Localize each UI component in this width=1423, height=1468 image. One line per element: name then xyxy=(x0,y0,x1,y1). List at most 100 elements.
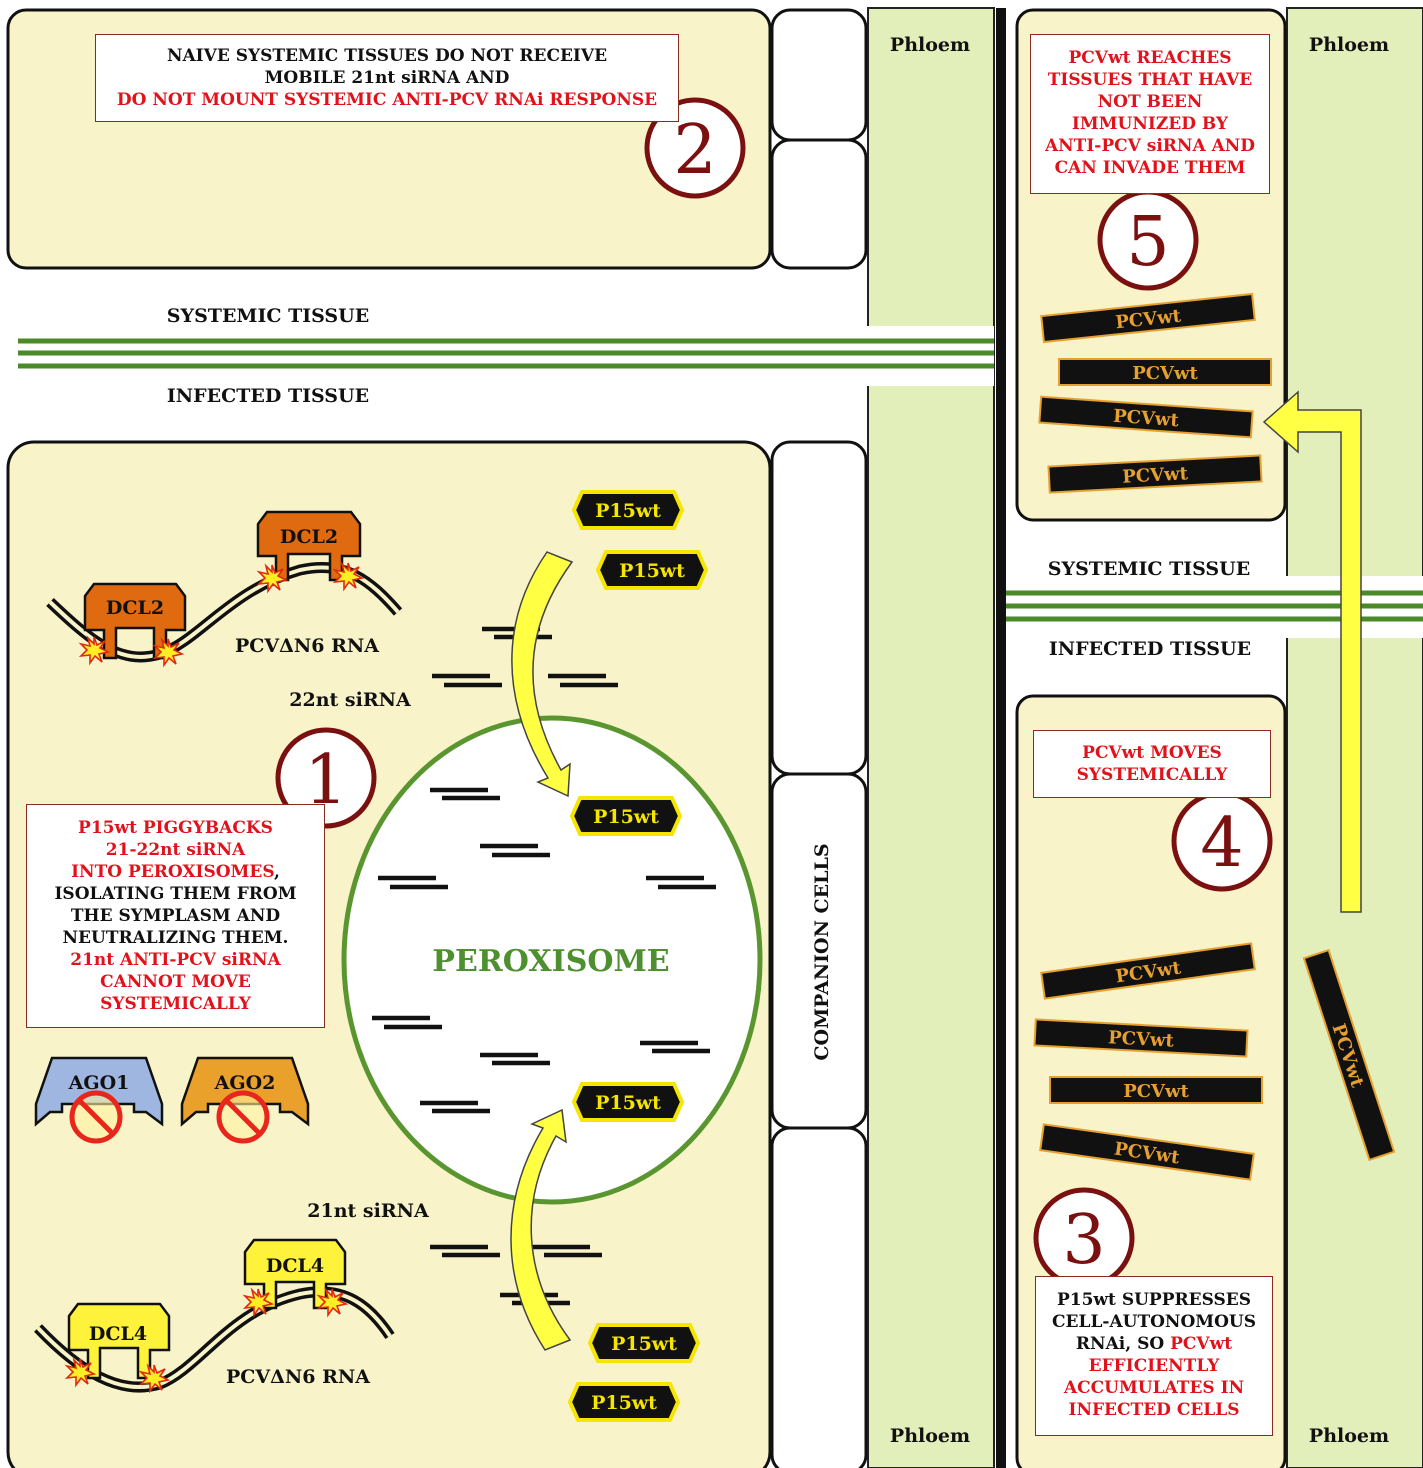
step-4-line-2: SYSTEMICALLY xyxy=(1076,765,1228,785)
svg-text:2: 2 xyxy=(673,111,716,190)
svg-text:P15wt: P15wt xyxy=(619,560,685,582)
dcl2-enzyme-1: DCL2 xyxy=(83,582,187,660)
step-1-line-9: SYSTEMICALLY xyxy=(100,994,251,1014)
step-1-line-6: NEUTRALIZING THEM. xyxy=(62,928,289,948)
companion-cell-3 xyxy=(770,1126,868,1468)
infected-tissue-label-right: INFECTED TISSUE xyxy=(1049,638,1251,660)
step-number-2: 2 xyxy=(644,97,746,199)
step-2-line-3: DO NOT MOUNT SYSTEMIC ANTI-PCV RNAi RESP… xyxy=(116,90,658,110)
p15wt-tag-5: P15wt xyxy=(587,1323,701,1363)
ago1-protein: AGO1 xyxy=(34,1056,164,1144)
svg-text:PCVwt: PCVwt xyxy=(1112,406,1180,432)
peroxisome xyxy=(341,715,763,1205)
step-3-line-1: P15wt SUPPRESSES xyxy=(1056,1290,1251,1310)
dcl4-label-1: DCL4 xyxy=(89,1323,147,1345)
step-1-line-1: P15wt PIGGYBACKS xyxy=(78,818,273,838)
svg-text:P15wt: P15wt xyxy=(595,1092,661,1114)
step-2-box: NAIVE SYSTEMIC TISSUES DO NOT RECEIVE MO… xyxy=(95,34,679,122)
svg-text:4: 4 xyxy=(1200,804,1243,883)
svg-text:3: 3 xyxy=(1062,1201,1105,1280)
pcvwt-bar-1: PCVwt xyxy=(1040,292,1256,344)
pcvwt-bar-4: PCVwt xyxy=(1047,454,1263,494)
ago2-label: AGO2 xyxy=(214,1072,276,1094)
step-5-line-5: ANTI-PCV siRNA AND xyxy=(1044,136,1256,156)
step-5-line-3: NOT BEEN xyxy=(1097,92,1203,112)
step-2-line-1: NAIVE SYSTEMIC TISSUES DO NOT RECEIVE xyxy=(166,46,608,66)
p15wt-tag-6: P15wt xyxy=(567,1382,681,1422)
dcl2-label-2: DCL2 xyxy=(280,526,338,548)
step-5-line-2: TISSUES THAT HAVE xyxy=(1047,70,1253,90)
svg-text:P15wt: P15wt xyxy=(611,1333,677,1355)
svg-text:5: 5 xyxy=(1126,203,1169,282)
companion-cell-top-2 xyxy=(770,138,868,270)
svg-text:PCVwt: PCVwt xyxy=(1132,363,1198,384)
phloem-label-bl: Phloem xyxy=(890,1425,970,1447)
companion-cell-1 xyxy=(770,440,868,776)
p15wt-tag-3: P15wt xyxy=(569,796,683,836)
ago1-label: AGO1 xyxy=(68,1072,130,1094)
phloem-label-br: Phloem xyxy=(1309,1425,1389,1447)
step-3-line-6: INFECTED CELLS xyxy=(1068,1400,1240,1420)
sirna-22nt-label: 22nt siRNA xyxy=(289,689,411,711)
svg-text:PCVwt: PCVwt xyxy=(1123,1081,1189,1102)
p15wt-tag-4: P15wt xyxy=(571,1082,685,1122)
step-5-box: PCVwt REACHES TISSUES THAT HAVE NOT BEEN… xyxy=(1030,34,1270,194)
step-number-5: 5 xyxy=(1097,189,1199,291)
p15wt-tag-2: P15wt xyxy=(595,550,709,590)
step-1-line-2: 21-22nt siRNA xyxy=(105,840,246,860)
pcvwt-bar-3: PCVwt xyxy=(1038,395,1254,439)
step-1-line-7: 21nt ANTI-PCV siRNA xyxy=(70,950,281,970)
step-1-line-5: THE SYMPLASM AND xyxy=(70,906,281,926)
step-1-line-3: INTO PEROXISOMES, xyxy=(71,862,280,882)
phloem-label-tr: Phloem xyxy=(1309,34,1389,56)
step-3-line-2: CELL-AUTONOMOUS xyxy=(1052,1312,1256,1332)
svg-text:P15wt: P15wt xyxy=(595,500,661,522)
step-5-line-1: PCVwt REACHES xyxy=(1068,48,1232,68)
pcv-rna-label-bottom: PCVΔN6 RNA xyxy=(226,1366,370,1388)
ago2-protein: AGO2 xyxy=(180,1056,310,1144)
pcvwt-bar-2: PCVwt xyxy=(1058,358,1272,386)
step-1-line-8: CANNOT MOVE xyxy=(100,972,251,992)
dcl4-enzyme-2: DCL4 xyxy=(243,1238,347,1310)
pcv-rna-label-top: PCVΔN6 RNA xyxy=(235,635,379,657)
tissue-boundary-gap-left xyxy=(18,326,994,386)
dcl4-enzyme-1: DCL4 xyxy=(67,1302,171,1380)
phloem-strip-left xyxy=(867,7,995,1468)
arrow-bottom-curve xyxy=(510,1108,572,1351)
arrow-top-curve xyxy=(511,551,574,798)
step-5-line-6: CAN INVADE THEM xyxy=(1054,158,1246,178)
companion-cells-label: COMPANION CELLS xyxy=(811,843,833,1060)
dcl2-enzyme-2: DCL2 xyxy=(256,510,362,582)
step-3-line-4: EFFICIENTLY xyxy=(1088,1356,1220,1376)
step-4-line-1: PCVwt MOVES xyxy=(1082,743,1222,763)
dcl2-label-1: DCL2 xyxy=(106,597,164,619)
step-number-3: 3 xyxy=(1033,1187,1135,1289)
step-5-line-4: IMMUNIZED BY xyxy=(1071,114,1229,134)
p15wt-tag-1: P15wt xyxy=(571,490,685,530)
systemic-tissue-label-right: SYSTEMIC TISSUE xyxy=(1048,558,1250,580)
svg-text:P15wt: P15wt xyxy=(593,806,659,828)
step-1-line-4: ISOLATING THEM FROM xyxy=(54,884,297,904)
infected-tissue-label-left: INFECTED TISSUE xyxy=(167,385,369,407)
step-2-line-2: MOBILE 21nt siRNA AND xyxy=(264,68,510,88)
phloem-label-tl: Phloem xyxy=(890,34,970,56)
dcl4-label-2: DCL4 xyxy=(266,1255,324,1277)
step-1-box: P15wt PIGGYBACKS 21-22nt siRNA INTO PERO… xyxy=(26,804,325,1028)
step-3-box: P15wt SUPPRESSES CELL-AUTONOMOUS RNAi, S… xyxy=(1035,1276,1273,1436)
step-3-line-3: RNAi, SO PCVwt xyxy=(1075,1334,1233,1354)
sirna-21nt-label: 21nt siRNA xyxy=(307,1200,429,1222)
step-3-line-5: ACCUMULATES IN xyxy=(1063,1378,1245,1398)
peroxisome-label: PEROXISOME xyxy=(432,944,669,979)
svg-text:PCVwt: PCVwt xyxy=(1108,1027,1175,1051)
svg-text:PCVwt: PCVwt xyxy=(1122,463,1189,487)
pcvwt-bar-6: PCVwt xyxy=(1033,1018,1249,1058)
systemic-tissue-label-left: SYSTEMIC TISSUE xyxy=(167,305,369,327)
step-number-4: 4 xyxy=(1171,790,1273,892)
companion-cell-top-1 xyxy=(770,8,868,142)
pcvwt-bar-7: PCVwt xyxy=(1049,1076,1263,1104)
systemic-movement-arrow xyxy=(1262,390,1362,913)
step-4-box: PCVwt MOVES SYSTEMICALLY xyxy=(1033,730,1271,798)
svg-text:P15wt: P15wt xyxy=(591,1392,657,1414)
panel-divider xyxy=(996,8,1006,1468)
